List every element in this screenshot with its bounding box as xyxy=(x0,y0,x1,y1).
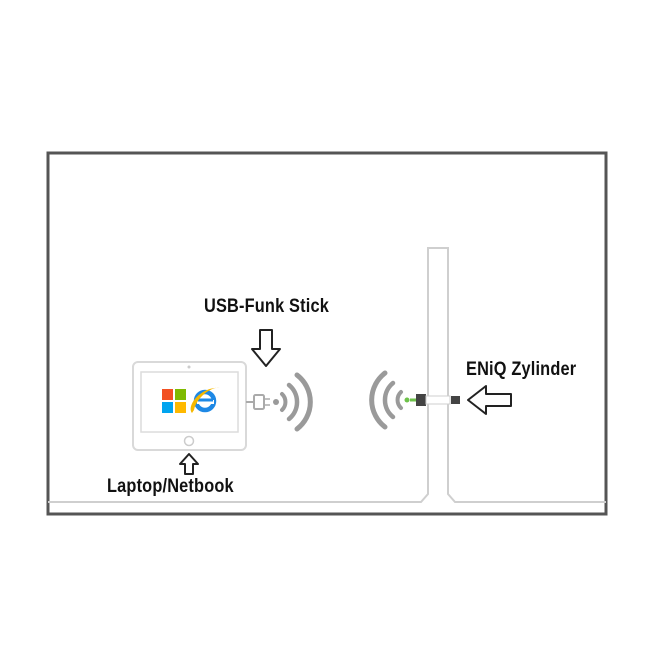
floor-wall-outline xyxy=(48,247,606,503)
usb-plug-icon xyxy=(246,394,270,410)
laptop-screen xyxy=(140,371,239,433)
outline-arrow-icon xyxy=(467,385,512,415)
home-button-icon xyxy=(183,435,195,447)
outline-arrow-icon xyxy=(251,329,281,367)
cylinder-label: ENiQ Zylinder xyxy=(466,359,577,380)
laptop-device xyxy=(132,361,247,451)
diagram-frame xyxy=(46,151,608,516)
wireless-signal-icon xyxy=(369,370,410,430)
outline-arrow-icon xyxy=(179,453,199,475)
windows-logo-icon xyxy=(162,389,186,413)
camera-dot-icon xyxy=(187,365,191,369)
eniq-cylinder-icon xyxy=(410,394,460,406)
internet-explorer-icon xyxy=(190,387,220,413)
laptop-label: Laptop/Netbook xyxy=(107,476,234,497)
usb-stick-label: USB-Funk Stick xyxy=(204,296,329,317)
wireless-signal-icon xyxy=(273,372,313,432)
